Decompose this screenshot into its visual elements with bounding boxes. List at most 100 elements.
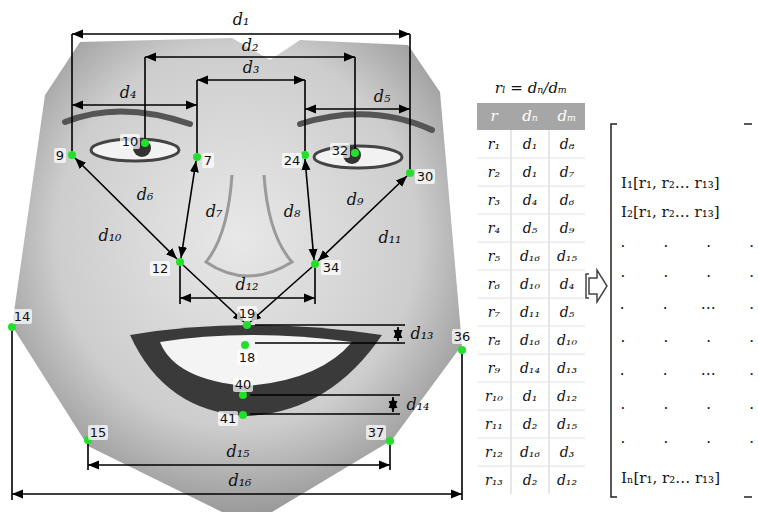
landmark-dot (458, 346, 466, 354)
nose (206, 175, 292, 276)
feature-vector-row: I₂[r₁, r₂… r₁₃] (621, 205, 720, 220)
distance-label: d₁ (233, 12, 250, 28)
dimension-line (318, 176, 407, 261)
table-cell: d₁ (523, 137, 538, 151)
table-cell: d₆ (560, 193, 575, 207)
feature-vector-row: . . . . (620, 265, 754, 280)
table-header-cell: dₘ (558, 109, 577, 124)
landmark-dot (311, 260, 319, 268)
table-cell: d₁ (523, 165, 538, 179)
table-cell: d₁₅ (557, 249, 577, 263)
table-cell: d₅ (560, 305, 575, 319)
matrix-bracket (611, 124, 617, 497)
extension-line (250, 395, 400, 414)
landmark-number: 18 (237, 350, 258, 365)
table-column-rule (511, 130, 549, 494)
dimension-line (305, 159, 314, 260)
eyebrow (65, 111, 190, 124)
table-cell: d₁₂ (557, 389, 577, 403)
dimension-line (250, 267, 312, 322)
table-header-cell: r (490, 109, 497, 124)
distance-label: d₆ (137, 187, 154, 203)
table-cell: d₉ (560, 221, 575, 235)
distance-label: d₁₅ (226, 444, 249, 460)
landmark-dot (386, 437, 394, 445)
table-cell: r₁₀ (485, 389, 503, 403)
landmark-dot (8, 323, 16, 331)
feature-vector-row: . . … . (620, 297, 754, 312)
landmark-dot (193, 153, 201, 161)
distance-label: d₁₆ (228, 473, 251, 489)
dimension-line (392, 397, 394, 412)
table-cell: r₁ (488, 137, 500, 151)
arrow-symbol (586, 274, 589, 298)
extension-line (180, 266, 315, 304)
dimension-line (197, 79, 305, 81)
table-cell: d₅ (523, 221, 538, 235)
feature-vector-row: . . . . (620, 397, 754, 412)
table-cell: d₄ (523, 193, 538, 207)
distance-label: d₈ (284, 204, 301, 220)
dimension-line (145, 56, 355, 58)
table-header-cell: dₙ (522, 109, 538, 124)
table-cell: r₁₁ (485, 417, 503, 431)
table-cell: r₄ (488, 221, 500, 235)
table-cell: d₁₁ (520, 305, 540, 319)
table-body (477, 130, 585, 494)
landmark-number: 19 (237, 306, 258, 321)
table-cell: d₁₄ (520, 361, 540, 375)
distance-label: d₃ (243, 60, 260, 76)
distance-label: d₇ (206, 204, 223, 220)
extension-line (145, 57, 355, 149)
table-cell: d₁₆ (520, 333, 540, 347)
table-cell: d₁₃ (557, 361, 577, 375)
feature-vector-row: I₁[r₁, r₂… r₁₃] (621, 176, 720, 191)
table-cell: r₆ (488, 277, 500, 291)
distance-label: d₄ (120, 85, 137, 101)
table-cell: d₁₂ (557, 473, 577, 487)
feature-vector-row: . . . . (620, 330, 754, 345)
table-cell: r₈ (488, 333, 500, 347)
table-cell: r₁₂ (485, 445, 503, 459)
eyebrow (300, 114, 432, 130)
table-cell: d₁ (523, 389, 538, 403)
arrow-symbol (589, 270, 607, 302)
dimension-line (72, 104, 197, 106)
dimension-line (180, 297, 315, 299)
distance-label: d₁₄ (406, 397, 429, 413)
table-cell: r₅ (488, 249, 500, 263)
feature-vector-row: . . … . (620, 363, 754, 378)
feature-vector-row: . . . . (620, 235, 754, 250)
dimension-line (305, 108, 410, 110)
table-cell: d₇ (560, 165, 575, 179)
table-row-rule (477, 158, 585, 466)
landmark-dots (8, 139, 466, 445)
extension-line (255, 325, 405, 343)
dimension-line (181, 161, 196, 258)
landmark-number: 15 (88, 425, 109, 440)
landmark-number: 30 (415, 169, 436, 184)
dimension-line (183, 265, 244, 322)
landmark-dot (351, 149, 359, 157)
landmark-dot (68, 151, 76, 159)
table-cell: r₁₃ (485, 473, 503, 487)
table-cell: d₁₆ (520, 445, 540, 459)
distance-label: d₁₁ (378, 230, 401, 246)
landmark-number: 32 (330, 143, 351, 158)
landmark-dot (406, 169, 414, 177)
table-cell: d₃ (560, 445, 575, 459)
landmark-dot (141, 139, 149, 147)
dimension-line (72, 33, 410, 35)
dimension-line (88, 464, 390, 466)
face-outline (12, 38, 462, 512)
table-cell: d₄ (560, 277, 575, 291)
landmark-dot (176, 258, 184, 266)
landmark-dot (239, 391, 247, 399)
distance-label: d₂ (242, 38, 259, 54)
measurement-lines (12, 34, 462, 500)
dimension-line (397, 327, 399, 341)
landmark-number: 37 (366, 425, 387, 440)
extension-line (12, 331, 462, 500)
landmark-dot (243, 321, 251, 329)
